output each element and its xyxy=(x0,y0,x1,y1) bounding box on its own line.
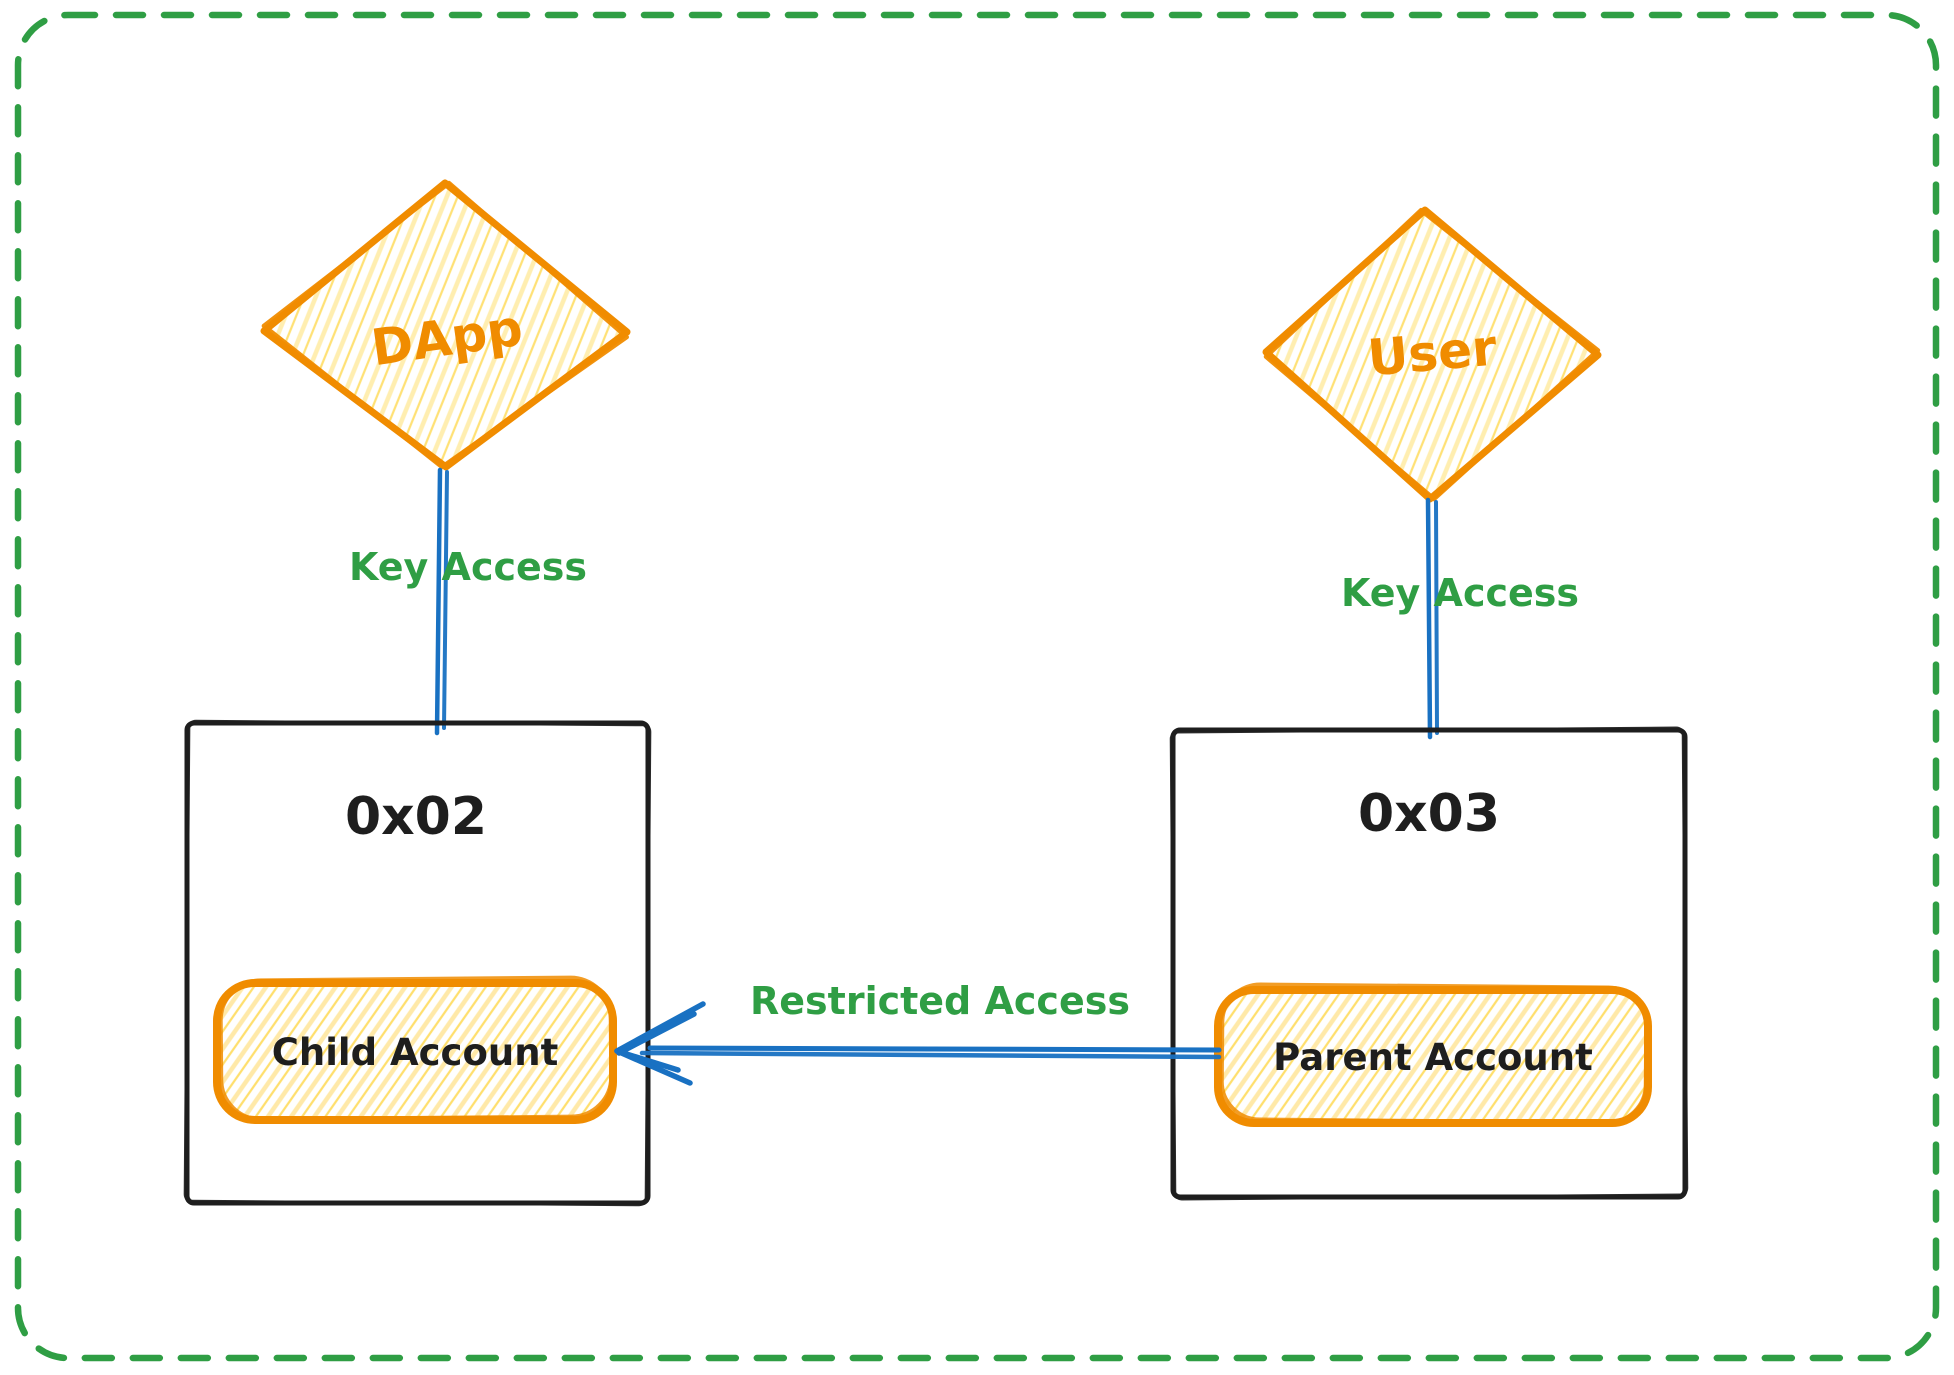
user-key-access-label: Key Access xyxy=(1341,571,1579,615)
user-label: User xyxy=(1365,318,1499,387)
dashed-frame xyxy=(14,11,1940,1362)
dapp-key-access-edge: Key Access xyxy=(349,467,587,736)
dapp-diamond-outline-sketch xyxy=(261,180,629,470)
wallet-0x02-box-sketch xyxy=(183,719,652,1207)
wallet-0x02-label: 0x02 xyxy=(345,787,487,847)
dapp-key-access-label: Key Access xyxy=(349,545,587,589)
parent-account-outline-sketch xyxy=(1219,982,1649,1125)
parent-account-node: Parent Account xyxy=(1214,982,1652,1127)
arrowhead-left-icon xyxy=(614,1001,706,1086)
dapp-connector-line-sketch xyxy=(442,470,449,730)
dapp-node: DApp xyxy=(260,179,631,471)
parent-account-label: Parent Account xyxy=(1273,1036,1593,1079)
restricted-access-edge: Restricted Access xyxy=(614,979,1222,1086)
wallet-0x02-node: 0x02 Child Account xyxy=(183,719,652,1207)
parent-account-fill xyxy=(1218,990,1648,1123)
child-account-fill xyxy=(217,983,613,1120)
user-diamond-outline-sketch xyxy=(1263,208,1601,502)
user-node: User xyxy=(1262,206,1602,503)
user-connector-line-sketch xyxy=(1434,500,1439,735)
child-account-node: Child Account xyxy=(213,975,617,1124)
wallet-0x03-node: 0x03 Parent Account xyxy=(1169,726,1689,1201)
dapp-connector-line xyxy=(434,467,443,736)
wallet-0x03-box-sketch xyxy=(1169,726,1689,1201)
child-account-outline-sketch xyxy=(218,975,614,1122)
user-key-access-edge: Key Access xyxy=(1341,497,1579,740)
restricted-access-line xyxy=(647,1045,1222,1053)
child-account-label: Child Account xyxy=(272,1031,559,1074)
wallet-0x03-label: 0x03 xyxy=(1358,784,1500,844)
user-connector-line xyxy=(1425,497,1433,740)
restricted-access-line-sketch xyxy=(639,1050,1222,1060)
restricted-access-label: Restricted Access xyxy=(750,979,1130,1023)
